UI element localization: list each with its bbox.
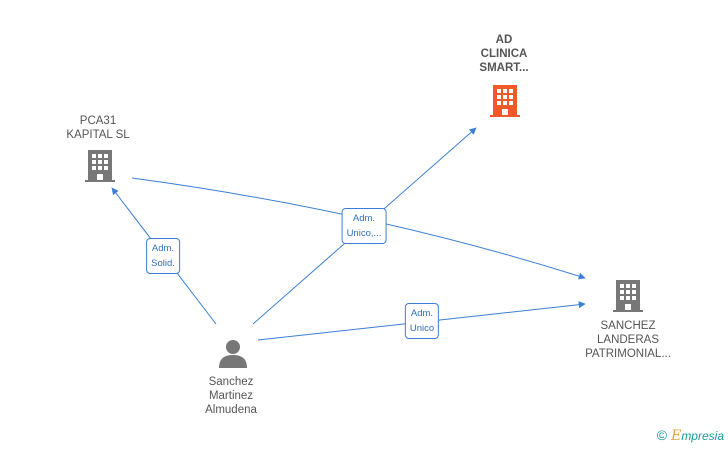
node-label-ad-clinica[interactable]: AD CLINICA SMART...	[479, 33, 528, 75]
building-icon[interactable]	[84, 148, 116, 184]
brand-name: mpresia	[681, 429, 724, 443]
edge-label-line: Solid.	[151, 258, 175, 269]
brand-initial: E	[671, 428, 682, 444]
node-label-line: PATRIMONIAL...	[585, 348, 671, 360]
node-label-line: CLINICA	[480, 48, 528, 60]
node-label-line: SMART...	[479, 62, 529, 74]
node-label-line: Martinez	[208, 390, 254, 402]
node-label-line: PCA31	[79, 115, 117, 127]
node-label-line: LANDERAS	[597, 334, 659, 346]
building-icon[interactable]	[612, 278, 644, 314]
node-label-line: Almudena	[205, 404, 257, 416]
node-label-line: SANCHEZ	[600, 320, 656, 332]
edge-label-line: Adm.	[151, 243, 175, 254]
copyright-icon: ©	[656, 427, 668, 443]
person-icon[interactable]	[217, 338, 249, 370]
node-label-person[interactable]: Sanchez Martinez Almudena	[205, 375, 257, 417]
edge-label-line: Adm.	[352, 213, 376, 224]
node-label-line: AD	[495, 34, 513, 46]
node-label-pca31[interactable]: PCA31 KAPITAL SL	[66, 114, 129, 142]
node-label-sanchez-landeras[interactable]: SANCHEZ LANDERAS PATRIMONIAL...	[585, 319, 671, 361]
edge-label-adm-unico-landeras[interactable]: Adm. Unico	[404, 303, 440, 339]
edge-label-line: Adm.	[410, 308, 434, 319]
node-label-line: Sanchez	[208, 376, 254, 388]
edge-label-line: Unico	[409, 323, 435, 334]
empresia-watermark: ©Empresia	[657, 427, 724, 444]
edge-label-line: Unico,...	[346, 228, 382, 239]
building-icon[interactable]	[489, 83, 521, 119]
edge-label-adm-unico-clinica[interactable]: Adm. Unico,...	[341, 208, 387, 244]
node-label-line: KAPITAL SL	[66, 129, 130, 141]
edge-label-adm-solid[interactable]: Adm. Solid.	[146, 238, 180, 274]
